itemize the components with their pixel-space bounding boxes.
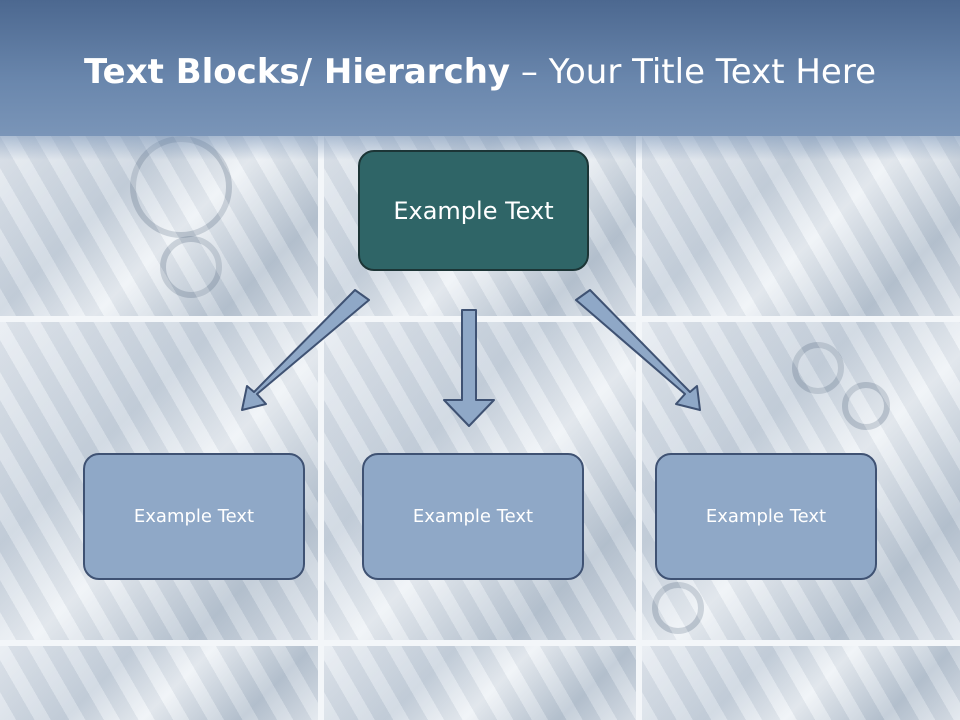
child-node-box-right: Example Text: [655, 453, 877, 580]
child-node-label: Example Text: [412, 506, 534, 527]
title-bar: Text Blocks/ Hierarchy – Your Title Text…: [0, 0, 960, 136]
child-node-label: Example Text: [133, 506, 255, 527]
top-node-box: Example Text: [358, 150, 589, 271]
arrow-left: [241, 289, 370, 411]
top-node-label: Example Text: [393, 196, 554, 225]
arrow-right: [575, 289, 701, 411]
title-rest-text: Your Title Text Here: [548, 52, 877, 92]
background-tile: [0, 646, 318, 720]
child-node-box-center: Example Text: [362, 453, 584, 580]
title-bold-text: Text Blocks/ Hierarchy: [83, 52, 511, 92]
child-node-box-left: Example Text: [83, 453, 305, 580]
arrow-center: [443, 309, 495, 427]
background-tile: [642, 136, 960, 316]
background-tile: [642, 646, 960, 720]
child-node-label: Example Text: [705, 506, 827, 527]
title-dash: –: [510, 52, 549, 92]
slide-title: Text Blocks/ Hierarchy – Your Title Text…: [0, 52, 960, 92]
background-tile: [0, 136, 318, 316]
background-tile: [324, 646, 636, 720]
